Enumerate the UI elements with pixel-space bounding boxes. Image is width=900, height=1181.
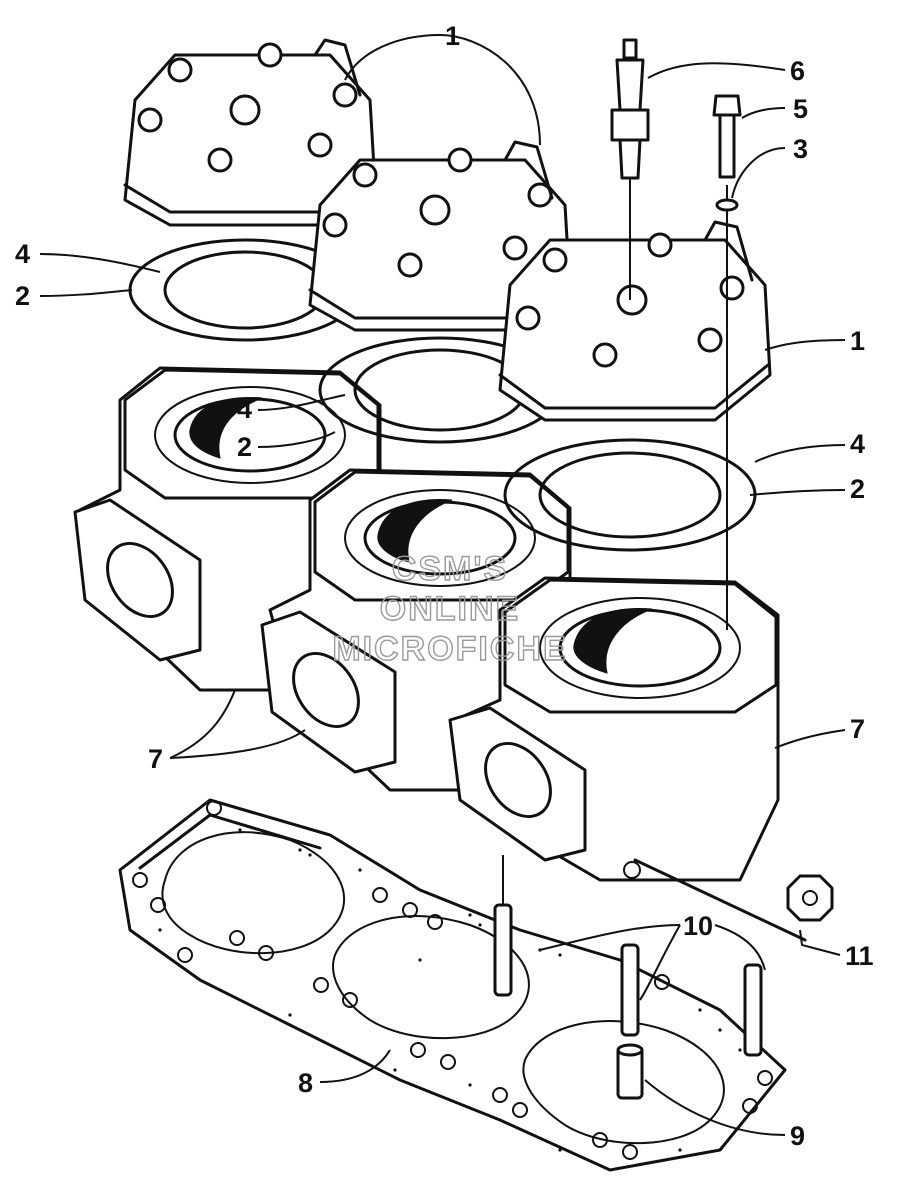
gasket-bolt-holes <box>132 800 773 1160</box>
callout-2-middle: 2 <box>237 432 252 462</box>
callout-7-left: 7 <box>148 744 163 774</box>
leader-lines <box>39 34 846 1136</box>
callout-4-left: 4 <box>15 239 30 269</box>
callout-7-right: 7 <box>850 714 865 744</box>
callout-8: 8 <box>298 1068 313 1098</box>
head-bolts-middle <box>322 147 553 278</box>
watermark-line-2: ONLINE <box>380 590 520 628</box>
cylinder-right <box>448 576 780 882</box>
gasket-stipple <box>158 828 742 1152</box>
spark-plug <box>610 38 650 300</box>
callout-10: 10 <box>683 911 713 941</box>
callout-2-left: 2 <box>15 281 30 311</box>
stud-right <box>743 963 763 1057</box>
watermark-line-3: MICROFICHE <box>332 630 567 668</box>
watermark: CSM'S ONLINE MICROFICHE <box>332 549 567 668</box>
callout-1-top: 1 <box>445 21 460 51</box>
callout-labels: 1 1 6 5 3 4 2 4 2 4 2 7 7 8 9 10 11 <box>15 21 874 1151</box>
cylinder-head-right <box>498 220 772 422</box>
callout-4-middle: 4 <box>237 394 252 424</box>
stud-middle <box>620 943 640 1037</box>
dowel-sleeve <box>616 1043 644 1100</box>
callout-11: 11 <box>845 941 874 971</box>
callout-4-right: 4 <box>850 429 865 459</box>
callout-5: 5 <box>793 94 808 124</box>
washer <box>715 198 739 212</box>
head-bolts-right <box>515 232 745 368</box>
callout-3: 3 <box>793 134 808 164</box>
head-bolt <box>712 94 742 630</box>
head-bolts-left <box>137 42 358 173</box>
flange-nut <box>633 858 834 942</box>
stud-left <box>493 855 513 997</box>
callout-1-right: 1 <box>850 326 865 356</box>
watermark-line-1: CSM'S <box>392 550 508 588</box>
callout-9: 9 <box>790 1121 805 1151</box>
cylinder-head-middle <box>308 140 572 332</box>
callout-2-right: 2 <box>850 474 865 504</box>
callout-6: 6 <box>790 56 805 86</box>
